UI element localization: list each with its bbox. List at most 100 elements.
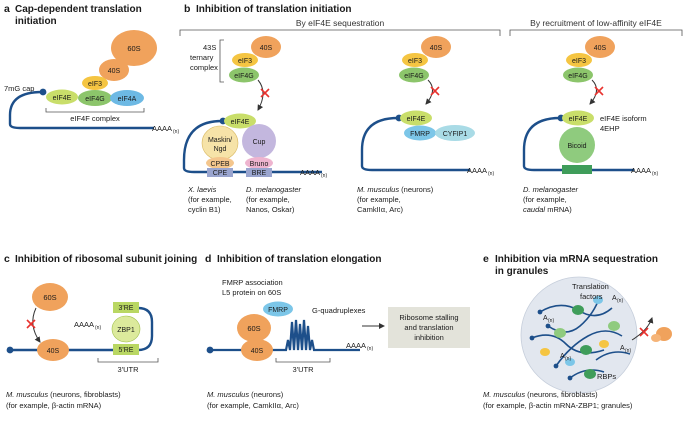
d-caption-line1: M. musculus (neurons) (207, 390, 284, 399)
e-caption-line2: (for example, β-actin mRNA-ZBP1; granule… (483, 401, 633, 410)
b1-caption2-line2: (for example, (246, 195, 290, 204)
e-rbps (540, 296, 609, 366)
b1-bruno-label: Bruno (250, 161, 269, 168)
c-5re-label: 5'RE (119, 347, 134, 354)
d-utr-bracket (275, 358, 331, 363)
panel-b-ternary-line3: complex (190, 63, 218, 72)
panel-b-header-seq: By eIF4E sequestration (296, 18, 385, 28)
e-polya-2: A (612, 295, 617, 302)
panel-b: b Inhibition of translation initiation B… (179, 3, 683, 214)
b1-inhibit-x-icon (260, 88, 270, 98)
d-polya-n: (n) (367, 346, 373, 352)
panel-a-40s-label: 40S (108, 68, 121, 75)
d-40s-label: 40S (251, 348, 264, 355)
b3-eif4g-label: eIF4G (568, 73, 587, 80)
panel-a-eif4e (46, 89, 78, 105)
panel-a-cap-dot (39, 88, 47, 96)
e-rbps-label: RBPs (597, 372, 616, 381)
panel-e-title-line2: in granules (495, 266, 549, 277)
b1-bruno (245, 157, 273, 169)
d-mrna (210, 319, 360, 352)
b3-bicoid (559, 127, 595, 163)
b1-eif3-label: eIF3 (238, 58, 252, 65)
panel-a: a Cap-dependent translation initiation 7… (4, 3, 179, 135)
b1-40s-label: 40S (260, 45, 273, 52)
d-assoc-line2: L5 protein on 60S (222, 288, 281, 297)
e-granule (520, 276, 638, 394)
d-stall-line3: inhibition (414, 333, 444, 342)
b3-eif3-label: eIF3 (572, 58, 586, 65)
b2-eif3-label: eIF3 (408, 58, 422, 65)
panel-b-ternary-line1: 43S (203, 43, 216, 52)
b1-polya: AAAA (300, 168, 320, 177)
e-cap-dots (529, 309, 573, 381)
b1-caption2-line1: D. melanogaster (246, 185, 302, 194)
e-translation-factors (554, 305, 620, 379)
panel-a-title-line2: initiation (15, 16, 57, 27)
b2-fmrp-label: FMRP (410, 131, 430, 138)
panel-a-complex-bracket (45, 108, 145, 113)
b3-blocked-arrow (589, 79, 597, 105)
panel-a-polya-n: (n) (173, 129, 179, 135)
e-polya-3-n: (n) (565, 356, 571, 362)
panel-a-60s-label: 60S (127, 44, 140, 53)
b1-caption2-line3: Nanos, Oskar) (246, 205, 295, 214)
b3-40s-label: 40S (594, 45, 607, 52)
b1-caption1-line2: (for example, (188, 195, 232, 204)
b3-polya-n: (n) (652, 171, 658, 177)
e-polya-1: A (543, 315, 548, 322)
c-40s-label: 40S (47, 348, 60, 355)
panel-d-title: Inhibition of translation elongation (217, 254, 381, 265)
b2-polya-n: (n) (488, 171, 494, 177)
panel-b-letter: b (184, 3, 190, 15)
e-caption-line1: M. musculus (neurons, fibroblasts) (483, 390, 598, 399)
b2-caption-line3: CamkIIα, Arc) (357, 205, 404, 214)
d-quad-label: G-quadruplexes (312, 306, 366, 315)
panel-b-ternary-line2: ternary (190, 53, 214, 62)
b2-cyfip1 (435, 125, 475, 141)
c-polya-n: (n) (95, 325, 101, 331)
b2-mrna (360, 116, 470, 172)
c-caption-line2: (for example, β-actin mRNA) (6, 401, 102, 410)
b3-isoform-line1: eIF4E isoform (600, 114, 647, 123)
b1-cpeb-label: CPEB (210, 161, 229, 168)
d-caption-line2: (for example, CamkIIα, Arc) (207, 401, 299, 410)
d-60s-label: 60S (247, 324, 260, 333)
e-polya-2-n: (n) (617, 298, 623, 304)
panel-a-eif4g-label: eIF4G (85, 96, 104, 103)
d-assoc-line1: FMRP association (222, 278, 283, 287)
panel-c-letter: c (4, 253, 10, 265)
b3-polya: AAAA (631, 166, 651, 175)
c-caption-line1: M. musculus (neurons, fibroblasts) (6, 390, 121, 399)
panel-b-sub2: 40S eIF3 eIF4G eIF4E FMRP CYFIP1 AAAA (n… (357, 36, 494, 214)
panel-b-ternary-bracket (219, 39, 224, 83)
panel-a-polya: AAAA (152, 124, 172, 133)
panel-b-title: Inhibition of translation initiation (196, 4, 352, 15)
e-ribosome-small (651, 334, 661, 342)
d-fmrp-label: FMRP (268, 307, 288, 314)
d-fmrp (263, 301, 293, 317)
b3-eif4e-label: eIF4E (569, 116, 588, 123)
c-60s-label: 60S (43, 293, 56, 302)
panel-a-60s (111, 30, 157, 66)
b3-40s (585, 36, 615, 58)
b1-cpe-site (207, 168, 233, 177)
b1-cup (242, 124, 276, 158)
d-stall-line2: and translation (404, 323, 453, 332)
c-40s (37, 339, 69, 361)
b3-eif4g (563, 67, 593, 83)
b2-eif4e-label: eIF4E (407, 116, 426, 123)
panel-c-title: Inhibition of ribosomal subunit joining (15, 254, 197, 265)
b3-caption-line3: caudal mRNA) (523, 205, 572, 214)
panel-b-header-bracket-rec (509, 29, 683, 36)
b3-eif3 (566, 53, 592, 67)
c-cap-dot (6, 346, 14, 354)
panel-a-mrna (8, 90, 154, 130)
e-blocked-arrow (631, 317, 654, 341)
e-factors-line1: Translation (572, 282, 609, 291)
b1-40s (251, 36, 281, 58)
panel-d: d Inhibition of translation elongation F… (205, 253, 470, 410)
panel-d-letter: d (205, 253, 211, 265)
b1-cup-label: Cup (253, 139, 266, 146)
